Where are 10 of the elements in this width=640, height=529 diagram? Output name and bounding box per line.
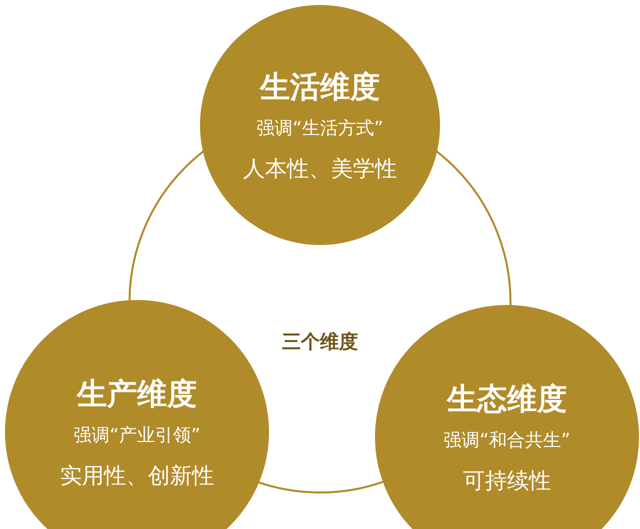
traits: 实用性、创新性 bbox=[60, 462, 214, 490]
subtitle: 强调“生活方式” bbox=[256, 116, 384, 140]
subtitle: 强调“产业引领” bbox=[74, 424, 200, 446]
subtitle: 强调“和合共生” bbox=[444, 428, 570, 452]
center-label: 三个维度 bbox=[282, 330, 358, 355]
heading: 生产维度 bbox=[77, 376, 197, 414]
traits: 可持续性 bbox=[463, 468, 551, 496]
heading: 生态维度 bbox=[447, 380, 567, 418]
heading: 生活维度 bbox=[260, 68, 380, 106]
traits: 人本性、美学性 bbox=[243, 156, 397, 184]
